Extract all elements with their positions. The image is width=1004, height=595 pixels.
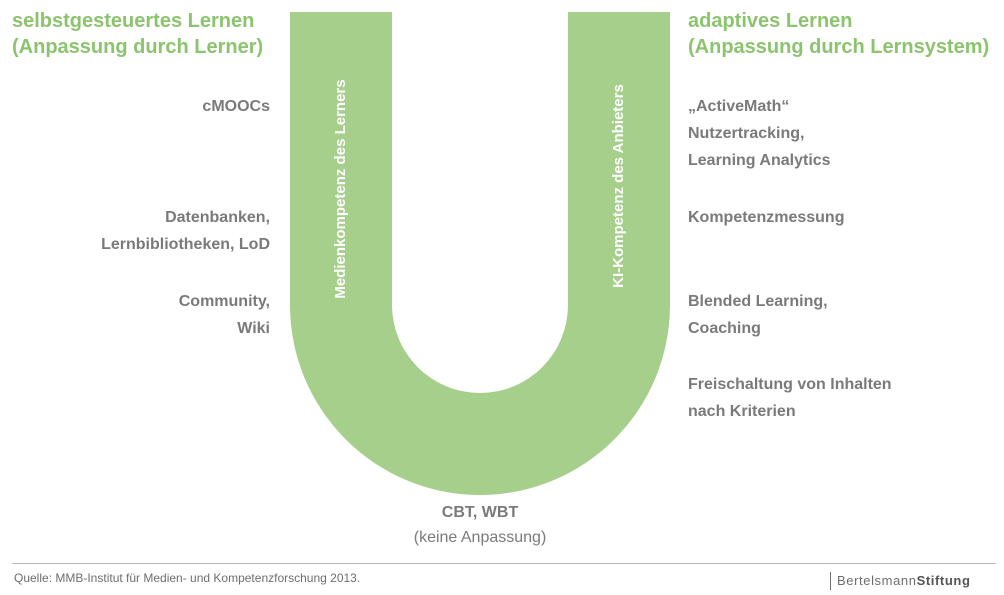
right-item-freischaltung: Freischaltung von Inhalten nach Kriterie… [688, 371, 892, 425]
right-heading: adaptives Lernen (Anpassung durch Lernsy… [688, 8, 989, 60]
right-item-kompetenzmessung: Kompetenzmessung [688, 204, 844, 231]
right-item-line: Freischaltung von Inhalten [688, 376, 892, 393]
left-item-datenbanken: Datenbanken, Lernbibliotheken, LoD [101, 204, 270, 258]
source-note: Quelle: MMB-Institut für Medien- und Kom… [14, 571, 361, 585]
left-heading: selbstgesteuertes Lernen (Anpassung durc… [12, 8, 263, 60]
left-item-line: Lernbibliotheken, LoD [101, 236, 270, 253]
left-heading-line1: selbstgesteuertes Lernen [12, 10, 255, 32]
u-shape [290, 12, 670, 495]
right-item-line: Kompetenzmessung [688, 209, 845, 226]
right-item-line: nach Kriterien [688, 403, 796, 420]
left-item-line: Datenbanken, [165, 209, 270, 226]
right-arm-label: KI-Kompetenz des Anbieters [610, 84, 627, 288]
left-item-cmoocs: cMOOCs [202, 93, 270, 120]
right-item-line: Blended Learning, [688, 293, 828, 310]
right-item-activemath: „ActiveMath“ Nutzertracking, Learning An… [688, 93, 831, 174]
left-item-community: Community, Wiki [179, 288, 270, 342]
bottom-title: CBT, WBT [441, 504, 519, 521]
right-item-line: Learning Analytics [688, 152, 831, 169]
left-item-line: cMOOCs [202, 98, 270, 115]
footer-divider [12, 563, 996, 564]
right-item-blended-learning: Blended Learning, Coaching [688, 288, 828, 342]
left-arm-label: Medienkompetenz des Lerners [332, 79, 349, 299]
right-item-line: Nutzertracking, [688, 125, 805, 142]
right-heading-line2: (Anpassung durch Lernsystem) [688, 36, 990, 58]
right-item-line: „ActiveMath“ [688, 98, 790, 115]
left-item-line: Wiki [237, 320, 270, 337]
right-heading-line1: adaptives Lernen [688, 10, 853, 32]
logo-text-part2: Stiftung [916, 573, 971, 588]
bertelsmann-stiftung-logo: BertelsmannStiftung [830, 572, 971, 590]
bottom-subtitle: (keine Anpassung) [413, 529, 547, 546]
right-item-line: Coaching [688, 320, 761, 337]
logo-text-part1: Bertelsmann [837, 573, 917, 588]
left-heading-line2: (Anpassung durch Lerner) [12, 36, 264, 58]
left-item-line: Community, [178, 293, 270, 310]
